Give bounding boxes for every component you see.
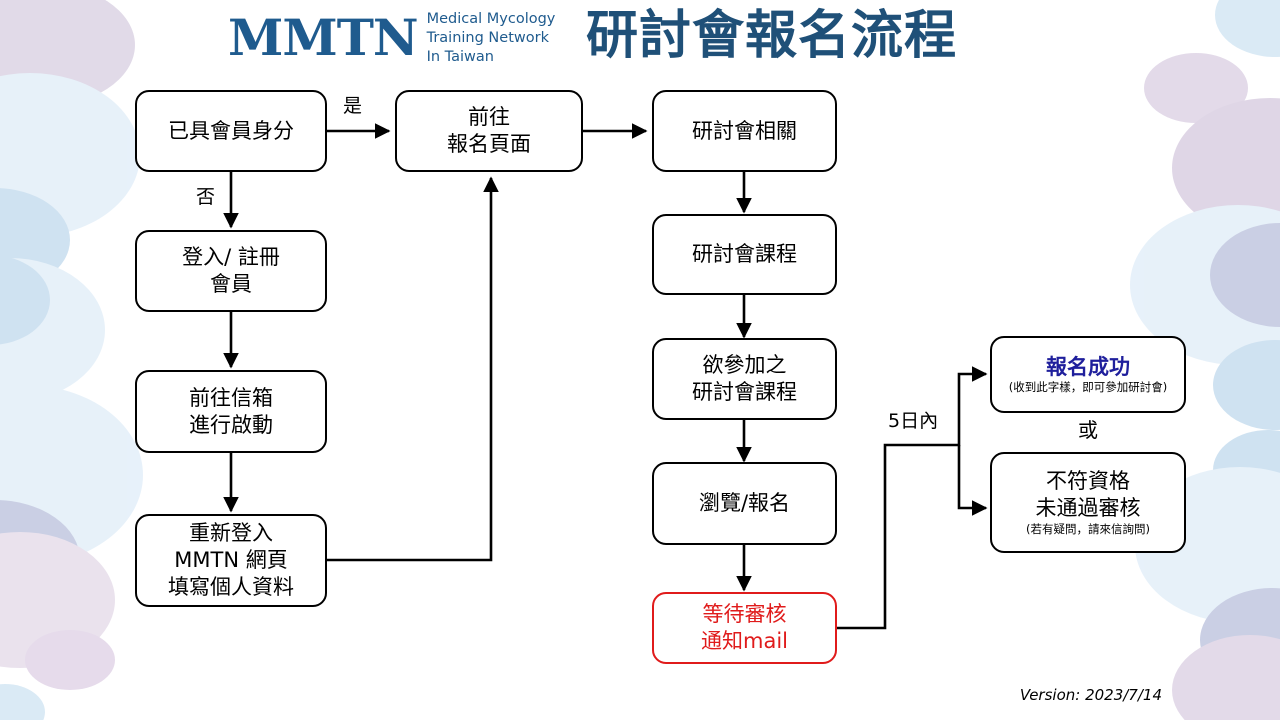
mmtn-logo: MMTN Medical Mycology Training Network I…: [228, 8, 555, 67]
node-label: 登入/ 註冊 會員: [182, 245, 280, 296]
node-login-register[interactable]: 登入/ 註冊 會員: [135, 230, 327, 312]
edge-label-within-5-days: 5日內: [888, 410, 939, 432]
result-fail-title: 不符資格 未通過審核: [1035, 469, 1141, 521]
node-goto-mailbox[interactable]: 前往信箱 進行啟動: [135, 370, 327, 453]
edge-await-to-success: [837, 366, 988, 630]
logo-wordmark: MMTN: [228, 7, 419, 67]
node-member-status[interactable]: 已具會員身分: [135, 90, 327, 172]
version-stamp: Version: 2023/7/14: [1019, 686, 1162, 704]
edge-relogin-to-signup: [327, 176, 499, 562]
node-label: 前往 報名頁面: [447, 105, 531, 156]
edge-label-no: 否: [196, 186, 216, 208]
node-label: 等待審核 通知mail: [701, 602, 788, 653]
label-or: 或: [1078, 418, 1098, 442]
node-result-fail[interactable]: 不符資格 未通過審核 (若有疑問，請來信詢問): [990, 452, 1186, 553]
node-desired-course[interactable]: 欲參加之 研討會課程: [652, 338, 837, 420]
logo-tagline: Medical Mycology Training Network In Tai…: [426, 11, 556, 66]
result-fail-note: (若有疑問，請來信詢問): [1026, 521, 1150, 536]
node-label: 重新登入 MMTN 網頁 填寫個人資料: [168, 521, 294, 599]
slide-header: MMTN Medical Mycology Training Network I…: [0, 0, 1280, 78]
node-label: 已具會員身分: [168, 118, 294, 143]
node-await-review[interactable]: 等待審核 通知mail: [652, 592, 837, 664]
edge-await-to-fail: [957, 445, 988, 516]
node-label: 研討會課程: [692, 242, 797, 267]
node-result-success[interactable]: 報名成功 (收到此字樣，即可參加研討會): [990, 336, 1186, 413]
node-seminar-related[interactable]: 研討會相關: [652, 90, 837, 172]
node-goto-signup[interactable]: 前往 報名頁面: [395, 90, 583, 172]
result-success-note: (收到此字樣，即可參加研討會): [1008, 379, 1168, 394]
edge-label-yes: 是: [343, 95, 363, 117]
node-browse-signup[interactable]: 瀏覽/報名: [652, 462, 837, 545]
page-title: 研討會報名流程: [586, 6, 958, 66]
node-label: 瀏覽/報名: [698, 491, 791, 516]
result-success-title: 報名成功: [1046, 354, 1130, 379]
node-label: 前往信箱 進行啟動: [189, 385, 273, 437]
node-label: 欲參加之 研討會課程: [692, 353, 797, 404]
node-label: 研討會相關: [692, 118, 797, 143]
node-relogin-profile[interactable]: 重新登入 MMTN 網頁 填寫個人資料: [135, 514, 327, 607]
node-seminar-course[interactable]: 研討會課程: [652, 214, 837, 295]
